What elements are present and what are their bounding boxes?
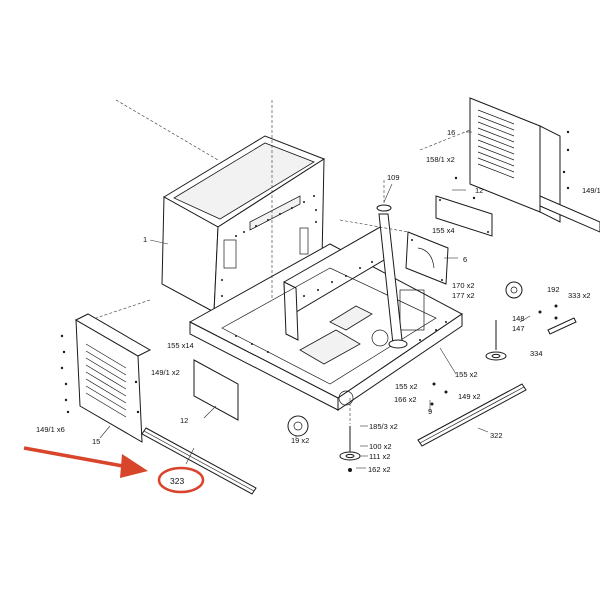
label-6: 6 xyxy=(463,255,467,264)
label-15: 15 xyxy=(92,437,100,446)
highlight-annotation xyxy=(23,446,205,494)
label-149-1-x6: 149/1 x6 xyxy=(36,425,65,434)
label-322: 322 xyxy=(490,431,503,440)
label-155-x14: 155 x14 xyxy=(167,341,194,350)
label-166-x2: 166 x2 xyxy=(394,395,417,404)
loose-screws xyxy=(60,130,570,414)
label-12-top: 12 xyxy=(475,186,483,195)
label-149-x2: 149 x2 xyxy=(458,392,481,401)
highlight-arrow-shaft xyxy=(23,446,135,470)
label-16: 16 xyxy=(447,128,455,137)
label-155-x2-b: 155 x2 xyxy=(395,382,418,391)
label-147: 147 xyxy=(512,324,525,333)
small-screw-set xyxy=(430,304,558,406)
highlight-ring xyxy=(157,466,205,494)
label-334: 334 xyxy=(530,349,543,358)
foot-assembly-right xyxy=(485,320,507,361)
label-323: 323 xyxy=(170,476,184,486)
gear-wheel-19 xyxy=(287,415,309,437)
label-1: 1 xyxy=(143,235,147,244)
side-bracket-6 xyxy=(405,231,449,285)
base-chassis xyxy=(188,204,463,411)
label-333-x2: 333 x2 xyxy=(568,291,591,300)
label-192: 192 xyxy=(547,285,560,294)
rail-323 xyxy=(141,427,257,495)
cabinet-screws xyxy=(221,195,317,297)
label-177-x2: 177 x2 xyxy=(452,291,475,300)
leader-lines xyxy=(99,131,531,469)
part-labels: 1 6 9 12 12 15 16 109 147 148 149/1 149/… xyxy=(36,128,600,486)
label-12-lower: 12 xyxy=(180,416,188,425)
foot-assembly-left xyxy=(339,426,361,472)
chassis-holes xyxy=(235,261,447,353)
label-100-x2: 100 x2 xyxy=(369,442,392,451)
assembly-guide-lines xyxy=(95,99,471,424)
louvre-panel-16 xyxy=(469,97,600,233)
cabinet-housing xyxy=(161,135,326,313)
rail-322 xyxy=(417,383,527,447)
label-170-x2: 170 x2 xyxy=(452,281,475,290)
label-109: 109 xyxy=(387,173,400,182)
louvre-panel-15 xyxy=(74,313,152,443)
cover-plate-12-top xyxy=(435,195,493,237)
label-111-x2: 111 x2 xyxy=(369,452,390,461)
label-155-x4: 155 x4 xyxy=(432,226,455,235)
bracket-334 xyxy=(547,317,577,335)
highlight-arrow-head xyxy=(120,454,148,478)
cover-plate-12-lower xyxy=(193,359,239,421)
gear-wheel-right xyxy=(505,281,523,299)
label-155-x2-a: 155 x2 xyxy=(455,370,478,379)
label-148: 148 xyxy=(512,314,525,323)
label-158-1-x2: 158/1 x2 xyxy=(426,155,455,164)
label-185-3-x2: 185/3 x2 xyxy=(369,422,398,431)
label-19-x2: 19 x2 xyxy=(291,436,309,445)
label-9: 9 xyxy=(428,407,432,416)
label-162-x2: 162 x2 xyxy=(368,465,391,474)
label-149-1: 149/1 xyxy=(582,186,600,195)
label-149-1-x2: 149/1 x2 xyxy=(151,368,180,377)
